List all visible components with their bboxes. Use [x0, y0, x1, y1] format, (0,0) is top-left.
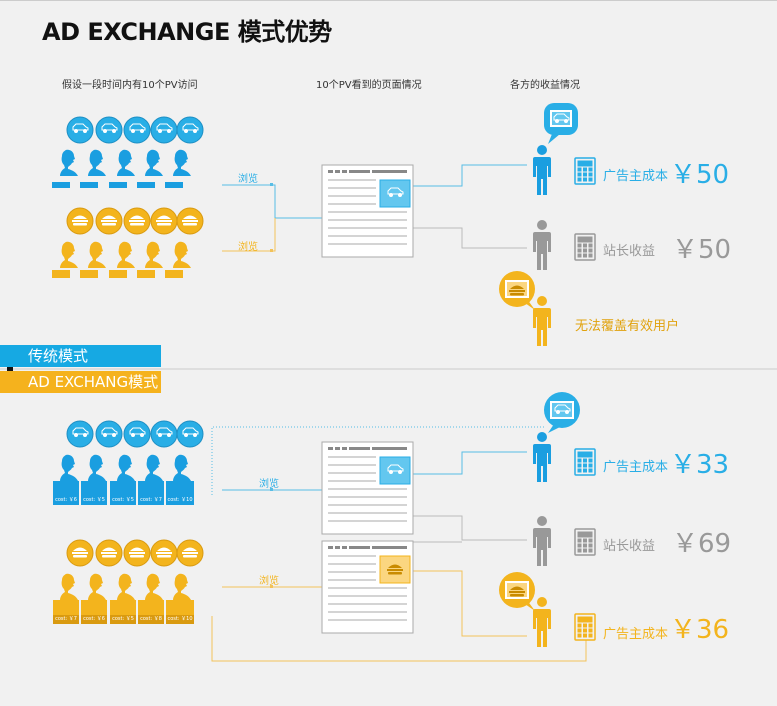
- bottom-blue-people: [53, 454, 194, 496]
- top-advertiser-label: 广告主成本: [603, 169, 669, 184]
- bottom-page-car: [321, 441, 414, 535]
- top-publisher-label: 站长收益: [603, 244, 656, 259]
- top-uncovered-bubble: [499, 271, 535, 310]
- column-header-pages: 10个PV看到的页面情况: [316, 80, 422, 91]
- cost-tag-orange: cost: ￥10: [166, 615, 194, 624]
- band-traditional: 传统模式: [0, 345, 161, 367]
- bottom-publisher-calc-icon: [574, 528, 596, 556]
- browse-label-bottom-blue: 浏览: [259, 479, 279, 490]
- top-page: [321, 164, 414, 258]
- browse-label-top-orange: 浏览: [238, 242, 258, 253]
- cost-tag-blue: cost: ￥10: [166, 496, 194, 505]
- top-advertiser-person: [533, 145, 551, 195]
- cost-tag-orange: cost: ￥6: [81, 615, 107, 624]
- bottom-page-burger: [321, 540, 414, 634]
- cost-tag-blue: cost: ￥6: [53, 496, 79, 505]
- cost-tag-blue: cost: ￥5: [81, 496, 107, 505]
- top-blue-people: [52, 149, 191, 188]
- top-advertiser-bubble: [544, 103, 578, 144]
- page-title: AD EXCHANGE 模式优势: [42, 18, 332, 46]
- top-orange-people: [52, 241, 191, 278]
- cost-tag-blue: cost: ￥5: [110, 496, 136, 505]
- cost-tag-orange: cost: ￥7: [53, 615, 79, 624]
- bottom-advertiser1-label: 广告主成本: [603, 460, 669, 475]
- top-advertiser-value: ￥50: [670, 160, 730, 190]
- cost-tag-blue: cost: ￥7: [138, 496, 164, 505]
- bottom-advertiser1-calc-icon: [574, 448, 596, 476]
- top-divider: [0, 0, 777, 1]
- top-uncovered-person: [533, 296, 551, 346]
- cost-tag-orange: cost: ￥8: [138, 615, 164, 624]
- browse-label-top-blue: 浏览: [238, 174, 258, 185]
- top-publisher-person: [533, 220, 551, 270]
- bottom-advertiser1-bubble: [544, 392, 580, 433]
- top-connectors: [222, 164, 527, 252]
- bottom-orange-people: [53, 573, 194, 615]
- bottom-publisher-person: [533, 516, 551, 566]
- bottom-advertiser2-label: 广告主成本: [603, 627, 669, 642]
- cost-tag-orange: cost: ￥5: [110, 615, 136, 624]
- top-publisher-value: ￥50: [672, 235, 732, 265]
- top-advertiser-calc-icon: [574, 157, 596, 185]
- bottom-advertiser2-value: ￥36: [670, 615, 730, 645]
- top-uncovered-label: 无法覆盖有效用户: [575, 319, 680, 334]
- bottom-advertiser1-person: [533, 432, 551, 482]
- bottom-advertiser2-bubble: [499, 572, 535, 611]
- top-publisher-calc-icon: [574, 233, 596, 261]
- column-header-visits: 假设一段时间内有10个PV访问: [62, 80, 198, 91]
- browse-label-bottom-orange: 浏览: [259, 576, 279, 587]
- bottom-advertiser1-value: ￥33: [670, 450, 730, 480]
- bottom-publisher-label: 站长收益: [603, 539, 656, 554]
- bottom-advertiser2-calc-icon: [574, 613, 596, 641]
- band-adx: AD EXCHANG模式: [0, 371, 161, 393]
- bottom-advertiser2-person: [533, 597, 551, 647]
- column-header-revenue: 各方的收益情况: [510, 80, 580, 91]
- bottom-publisher-value: ￥69: [672, 529, 732, 559]
